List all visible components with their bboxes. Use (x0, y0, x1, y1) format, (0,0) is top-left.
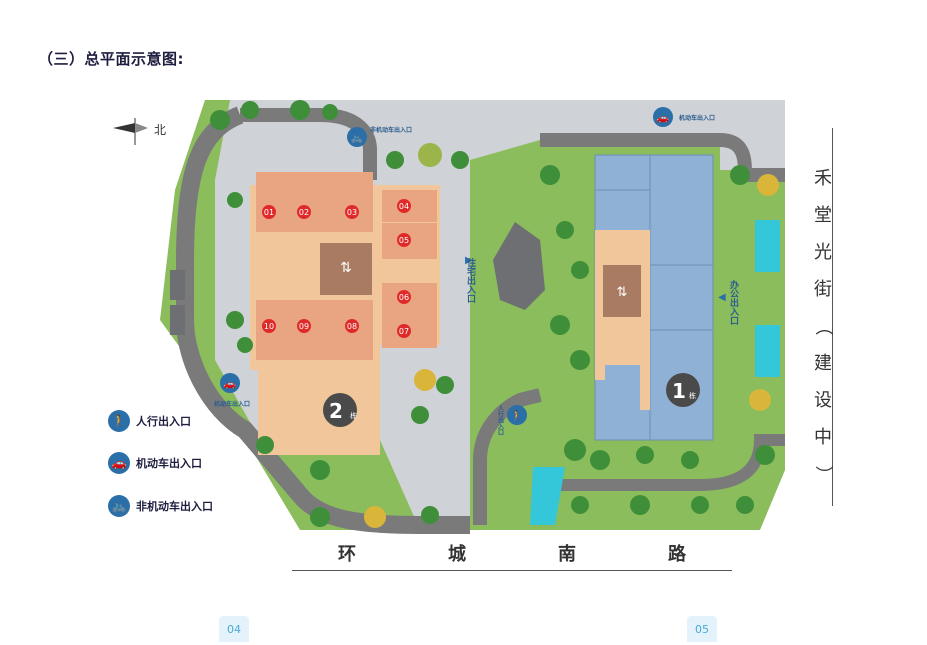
motor-entrance-top-right: 🚗 机动车出入口 (653, 107, 715, 127)
east-street-char: 堂 (814, 205, 832, 226)
parking-slot (170, 270, 185, 300)
east-street-line (832, 128, 833, 506)
legend-label: 机动车出入口 (136, 457, 202, 470)
south-east-road (560, 434, 785, 491)
north-arrow: 北 (113, 118, 166, 145)
water-feature (530, 467, 565, 525)
unit-block (333, 172, 373, 232)
motor-entrance-left: 🚗 机动车出入口 (214, 373, 250, 408)
east-street-name: 禾 堂 光 街 （ 建 设 中 ） (809, 160, 837, 493)
svg-text:⇅: ⇅ (340, 260, 352, 276)
south-street-char: 南 (558, 544, 576, 565)
south-street-char: 路 (668, 544, 686, 565)
unit-label: 04 (399, 202, 409, 211)
east-street-char: 中 (814, 427, 832, 448)
unit-label: 08 (347, 322, 357, 331)
water-feature (755, 220, 780, 272)
car-icon: 🚗 (108, 452, 130, 474)
traffic-island (493, 222, 545, 310)
east-street-char: （ (812, 317, 834, 336)
east-street-char: 光 (814, 242, 832, 263)
building-2-suffix: 栋 (350, 411, 357, 420)
north-label: 北 (154, 123, 166, 137)
unit-label: 02 (299, 208, 309, 217)
south-street-line (292, 570, 732, 571)
legend-label: 非机动车出入口 (136, 500, 213, 513)
svg-text:▶: ▶ (465, 255, 473, 266)
section-title: （三）总平面示意图: (38, 50, 184, 68)
unit-label: 07 (399, 327, 409, 336)
unit-block (293, 172, 333, 232)
non-motor-entrance-top: 🚲 非机动车出入口 (347, 126, 412, 147)
svg-text:🚗: 🚗 (657, 113, 669, 124)
building-2-badge (323, 393, 357, 427)
pedestrian-entrance: 🚶 人行出入口 (497, 404, 527, 436)
perimeter-road (176, 106, 470, 534)
residential-entrance: ▶ 住宅出入口 (465, 255, 477, 304)
legend-label: 人行出入口 (136, 415, 191, 428)
unit-block (256, 300, 294, 360)
unit-label: 01 (264, 208, 274, 217)
east-street-char: ） (812, 465, 834, 484)
unit-label: 10 (264, 322, 274, 331)
building-1-badge (666, 373, 700, 407)
bike-icon: 🚲 (108, 495, 130, 517)
east-street-char: 禾 (814, 168, 832, 189)
parking-slot (170, 305, 185, 335)
trees (210, 100, 779, 528)
east-street-char: 建 (814, 353, 832, 374)
office-entrance: ◀ 办公出入口 (718, 279, 740, 326)
building-1-core (603, 265, 641, 317)
svg-text:◀: ◀ (718, 292, 726, 303)
entry-road-top (240, 108, 377, 180)
south-street-char: 城 (448, 544, 466, 565)
south-street-char: 环 (338, 544, 356, 565)
unit-label: 03 (347, 208, 357, 217)
legend-item-non-motor: 🚲 非机动车出入口 (108, 495, 213, 517)
unit-label: 05 (399, 236, 409, 245)
water-feature (755, 325, 780, 377)
page-number-left: 04 (219, 616, 249, 642)
svg-text:🚲: 🚲 (351, 133, 363, 144)
non-motor-entrance-label: 非机动车出入口 (370, 126, 412, 134)
page-number-right: 05 (687, 616, 717, 642)
unit-block (256, 172, 294, 232)
office-entrance-label: 办公出入口 (728, 279, 740, 326)
legend-item-pedestrian: 🚶 人行出入口 (108, 410, 191, 432)
entry-road-right (473, 388, 542, 525)
east-street-char: 设 (814, 390, 832, 411)
building-2-number: 2 (329, 399, 343, 423)
south-street-name: 环 城 南 路 (292, 540, 732, 566)
building-2-core (320, 243, 372, 295)
unit-label: 06 (399, 293, 409, 302)
legend-item-motor: 🚗 机动车出入口 (108, 452, 202, 474)
east-street-char: 街 (814, 279, 832, 300)
residential-entrance-label: 住宅出入口 (465, 257, 477, 304)
building-1-suffix: 栋 (689, 391, 696, 400)
unit-markers: 01 02 03 04 05 06 07 08 09 10 (262, 199, 411, 338)
motor-entrance-left-label: 机动车出入口 (214, 400, 250, 408)
unit-label: 09 (299, 322, 309, 331)
motor-entrance-label: 机动车出入口 (679, 114, 715, 122)
building-1-number: 1 (672, 379, 686, 403)
svg-text:🚶: 🚶 (511, 409, 523, 422)
svg-text:🚗: 🚗 (224, 379, 236, 390)
svg-text:⇅: ⇅ (617, 285, 628, 300)
pedestrian-icon: 🚶 (108, 410, 130, 432)
pedestrian-entrance-label: 人行出入口 (497, 404, 505, 436)
